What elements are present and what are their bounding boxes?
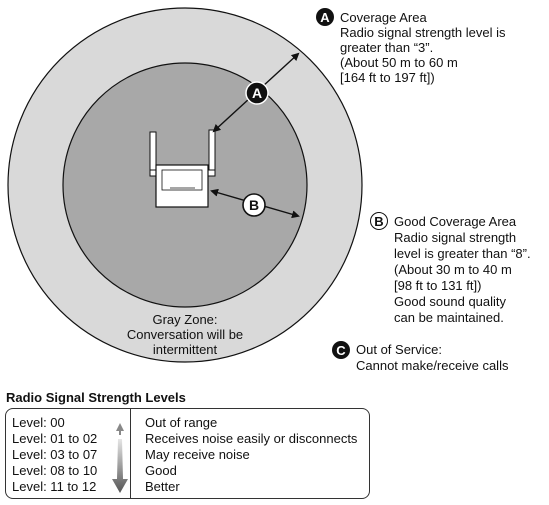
- callout-b-line-4: [98 ft to 131 ft]): [394, 278, 482, 293]
- gray-zone-label-3: intermittent: [152, 342, 218, 357]
- diagram-marker-a: A: [245, 81, 269, 105]
- gray-zone-label-2: Conversation will be: [126, 327, 244, 342]
- callout-a-line-1: Radio signal strength level is: [340, 25, 506, 40]
- base-unit-icon: [149, 129, 216, 208]
- callout-a-title: Coverage Area: [340, 10, 427, 25]
- callout-c-title: Out of Service:: [356, 342, 442, 357]
- callout-b-line-6: can be maintained.: [394, 310, 504, 325]
- callout-b-line-5: Good sound quality: [394, 294, 507, 309]
- meaning-row-2: May receive noise: [145, 447, 250, 462]
- callout-b-line-3: (About 30 m to 40 m: [394, 262, 512, 277]
- meaning-row-1: Receives noise easily or disconnects: [145, 431, 358, 446]
- callout-c-line-1: Cannot make/receive calls: [356, 358, 509, 373]
- strength-arrow-icon: [112, 423, 128, 493]
- meaning-row-4: Better: [145, 479, 180, 494]
- callout-b-line-2: level is greater than “8”.: [394, 246, 531, 261]
- diagram-marker-b: B: [242, 193, 266, 217]
- callout-b-line-1: Radio signal strength: [394, 230, 517, 245]
- callout-a-line-2: greater than “3”.: [340, 40, 434, 55]
- callout-b-title: Good Coverage Area: [394, 214, 517, 229]
- meaning-row-0: Out of range: [145, 415, 218, 430]
- callout-a-line-4: [164 ft to 197 ft]): [340, 70, 435, 85]
- level-row-2: Level: 03 to 07: [12, 447, 98, 462]
- callout-a-badge: A: [316, 8, 334, 26]
- levels-table: Level: 00 Level: 01 to 02 Level: 03 to 0…: [5, 408, 370, 499]
- svg-text:B: B: [249, 197, 259, 213]
- svg-text:A: A: [252, 85, 262, 101]
- levels-divider: [130, 409, 131, 498]
- level-row-3: Level: 08 to 10: [12, 463, 98, 478]
- callout-b-badge: B: [370, 212, 388, 230]
- levels-column: Level: 00 Level: 01 to 02 Level: 03 to 0…: [12, 415, 97, 495]
- level-row-0: Level: 00: [12, 415, 65, 430]
- level-row-4: Level: 11 to 12: [12, 479, 97, 494]
- callout-c-badge: C: [332, 341, 350, 359]
- levels-title: Radio Signal Strength Levels: [6, 390, 186, 405]
- level-row-1: Level: 01 to 02: [12, 431, 98, 446]
- meanings-column: Out of range Receives noise easily or di…: [145, 415, 357, 495]
- callout-a-line-3: (About 50 m to 60 m: [340, 55, 458, 70]
- meaning-row-3: Good: [145, 463, 177, 478]
- gray-zone-label-1: Gray Zone:: [152, 312, 218, 327]
